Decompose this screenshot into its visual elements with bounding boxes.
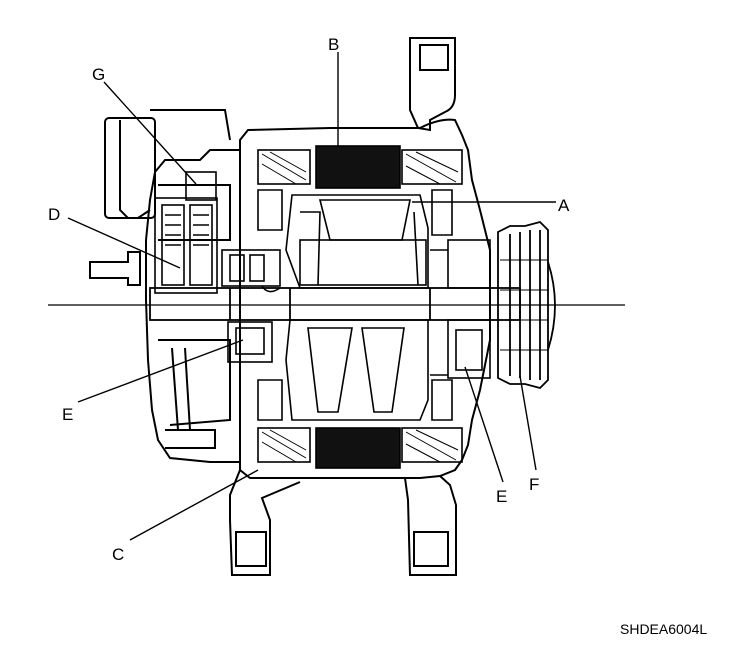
label-c: C: [112, 545, 124, 564]
label-a: A: [558, 196, 570, 215]
label-f: F: [529, 475, 539, 494]
leader-lines: [67, 52, 556, 541]
label-e-left: E: [62, 405, 73, 424]
label-b: B: [328, 35, 339, 54]
label-d: D: [48, 205, 60, 224]
brush-holder-regulator: [154, 171, 218, 294]
stator-core-top: [315, 145, 401, 189]
rear-bearing: [227, 321, 273, 363]
leader-line-g: [103, 81, 197, 185]
leader-line-e-left: [77, 339, 244, 403]
figure-code: SHDEA6004L: [620, 621, 707, 637]
leader-line-c: [129, 469, 259, 541]
stator-assembly: [257, 145, 463, 469]
label-g: G: [92, 65, 105, 84]
leader-line-d: [67, 217, 181, 269]
stator-core-bottom: [315, 427, 401, 469]
front-bearing: [430, 239, 491, 379]
label-e-right: E: [496, 487, 507, 506]
leader-line-e-right: [464, 366, 504, 483]
leader-line-f: [519, 375, 537, 471]
slip-rings: [221, 249, 281, 293]
